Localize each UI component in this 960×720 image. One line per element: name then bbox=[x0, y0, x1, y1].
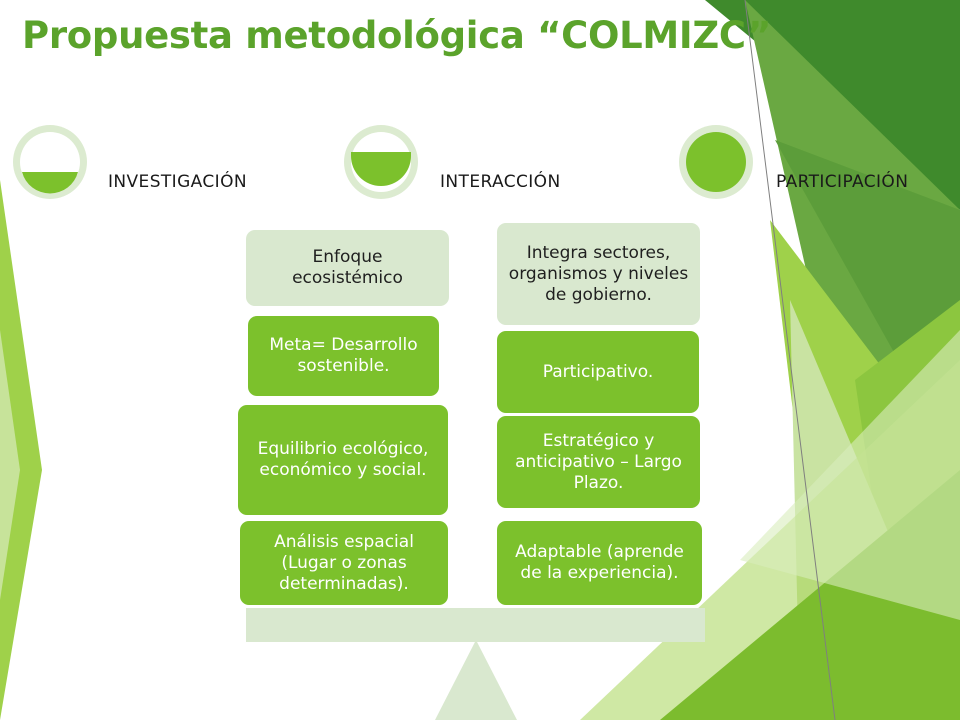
half-filled-circle-icon bbox=[344, 125, 418, 199]
full-filled-circle-icon bbox=[679, 125, 753, 199]
phase-label-participacion: PARTICIPACIÓN bbox=[776, 172, 909, 192]
left-box-enfoque: Enfoque ecosistémico bbox=[246, 230, 449, 306]
right-box-integra: Integra sectores, organismos y niveles d… bbox=[497, 223, 700, 325]
quarter-filled-circle-icon bbox=[13, 125, 87, 199]
phase-label-interaccion: INTERACCIÓN bbox=[440, 172, 561, 192]
balance-beam bbox=[246, 608, 705, 642]
left-box-equilibrio: Equilibrio ecológico, económico y social… bbox=[238, 405, 448, 515]
right-box-estrategico: Estratégico y anticipativo – Largo Plazo… bbox=[497, 416, 700, 508]
left-box-analisis: Análisis espacial (Lugar o zonas determi… bbox=[240, 521, 448, 605]
phase-label-investigacion: INVESTIGACIÓN bbox=[108, 172, 247, 192]
left-box-meta: Meta= Desarrollo sostenible. bbox=[248, 316, 439, 396]
balance-fulcrum bbox=[435, 640, 517, 720]
right-box-participativo: Participativo. bbox=[497, 331, 699, 413]
page-title: Propuesta metodológica “COLMIZC” bbox=[22, 14, 772, 57]
right-box-adaptable: Adaptable (aprende de la experiencia). bbox=[497, 521, 702, 605]
left-facets bbox=[0, 180, 42, 720]
